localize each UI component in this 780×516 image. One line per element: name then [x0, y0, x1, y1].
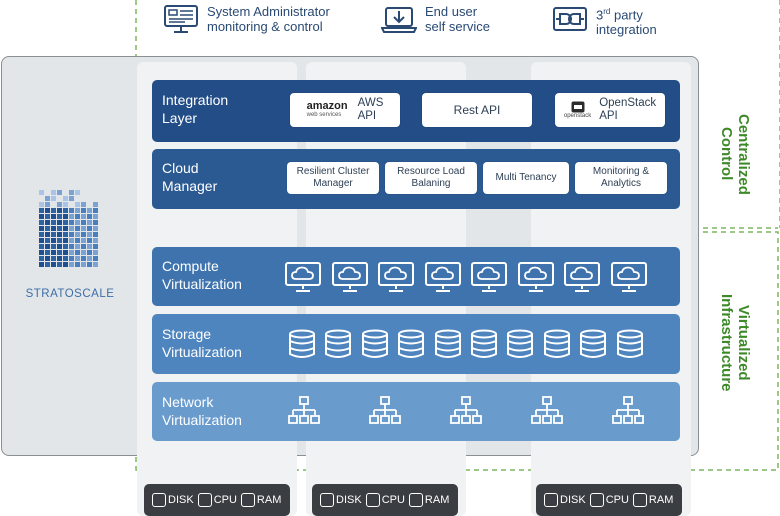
database-icon — [616, 329, 643, 358]
thirdparty-line2: integration — [596, 22, 657, 38]
cloud-monitor-icon — [285, 262, 321, 292]
cloud-item-monitoring: Monitoring &Analytics — [575, 162, 667, 194]
cloud-monitor-icon — [471, 262, 507, 292]
network-tree-icon — [450, 396, 482, 424]
integration-layer: Integration Layer amazon web services AW… — [152, 80, 680, 142]
network-tree-icon — [531, 396, 563, 424]
plug-connector-icon — [553, 7, 587, 31]
cloud-item-tenancy: Multi Tenancy — [483, 162, 569, 194]
centralized-control-label: Centralized Control — [718, 113, 752, 195]
ram-icon — [240, 493, 255, 507]
brand-name: STRATOSCALE — [25, 288, 115, 300]
monitor-dashboard-icon — [164, 5, 198, 33]
database-icon — [434, 329, 461, 358]
network-tree-icon — [369, 396, 401, 424]
disk-icon — [544, 493, 558, 507]
compute-virtualization-layer: Compute Virtualization — [152, 247, 680, 306]
integration-layer-title: Integration Layer — [162, 92, 229, 126]
database-icon — [507, 329, 534, 358]
enduser-line2: self service — [425, 19, 491, 34]
cloud-monitor-icon — [424, 262, 461, 292]
admin-line1: System Administrator — [207, 4, 330, 19]
rest-api-card: Rest API — [422, 93, 532, 127]
cpu-icon — [197, 493, 212, 507]
cube-logo-icon — [39, 190, 98, 267]
database-icon — [289, 329, 315, 358]
enduser-line1: End user — [425, 4, 478, 19]
ram-icon — [408, 493, 423, 507]
storage-virtualization-layer: Storage Virtualization — [152, 314, 680, 374]
database-icon — [361, 329, 388, 358]
database-icon — [471, 329, 497, 358]
cloud-manager-title: Cloud Manager — [162, 160, 218, 194]
cpu-icon — [365, 493, 380, 507]
database-icon — [325, 329, 352, 358]
openstack-logo: openstack — [564, 101, 591, 120]
database-icon — [543, 329, 570, 358]
aws-label-line1: AWS — [357, 97, 384, 109]
network-tree-icon — [612, 396, 644, 424]
openstack-api-card: openstack OpenStack API — [555, 93, 665, 127]
resource-bar-1: DISK CPU RAM — [144, 484, 290, 516]
top-item-thirdparty: 3rd party integration — [552, 4, 657, 37]
openstack-label-line1: OpenStack — [599, 97, 657, 109]
disk-icon — [152, 493, 166, 507]
amazon-logo: amazon web services — [306, 100, 348, 119]
thirdparty-line1: 3rd party — [596, 7, 643, 23]
database-icon — [398, 329, 425, 358]
network-title: Network Virtualization — [162, 394, 242, 428]
ram-icon — [632, 493, 647, 507]
openstack-label-line2: API — [599, 110, 618, 122]
openstack-logo-icon — [571, 101, 585, 112]
cpu-icon — [589, 493, 604, 507]
resource-bar-3: DISK CPU RAM — [536, 484, 682, 516]
database-icon — [580, 329, 607, 358]
storage-title: Storage Virtualization — [162, 326, 242, 360]
virtualized-infrastructure-label: Virtualized Infrastructure — [718, 294, 752, 392]
aws-api-card: amazon web services AWS API — [290, 93, 400, 127]
admin-line2: monitoring & control — [207, 19, 323, 34]
laptop-download-icon — [381, 7, 417, 33]
cloud-monitor-icon — [610, 262, 647, 292]
thirdparty-sup: rd — [603, 7, 611, 16]
disk-icon — [320, 493, 334, 507]
resource-bar-2: DISK CPU RAM — [312, 484, 458, 516]
cloud-monitor-icon — [378, 262, 414, 292]
rest-api-label: Rest API — [453, 103, 501, 117]
cloud-monitor-icon — [564, 262, 600, 292]
aws-label-line2: API — [357, 110, 377, 122]
cloud-monitor-icon — [331, 262, 368, 292]
cloud-monitor-icon — [517, 262, 554, 292]
compute-title: Compute Virtualization — [162, 258, 242, 292]
network-tree-icon — [288, 396, 320, 424]
network-virtualization-layer: Network Virtualization — [152, 382, 680, 441]
